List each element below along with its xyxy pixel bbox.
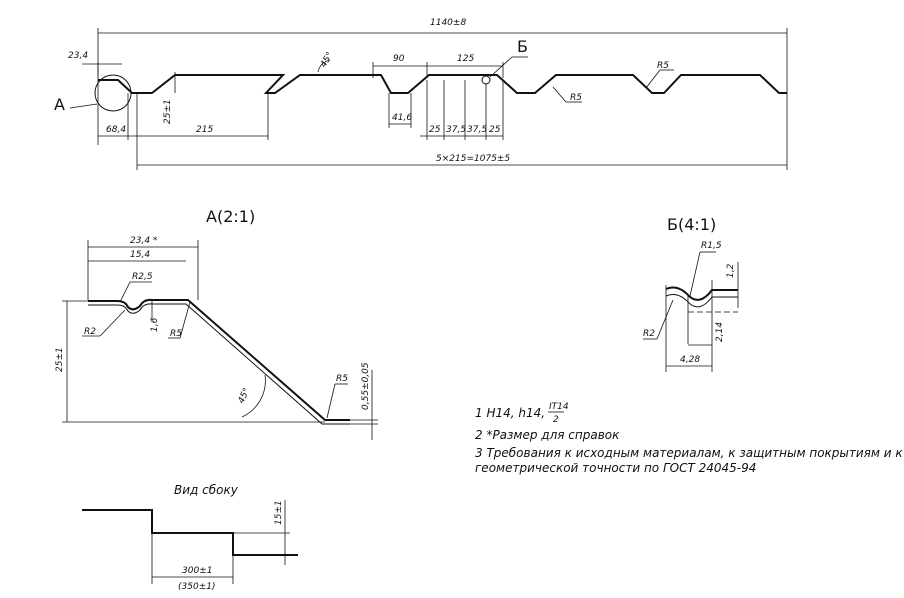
- callout-a-circle: [94, 74, 132, 112]
- note-line-1-frac-num: IT14: [549, 402, 569, 412]
- detail-a-title: А(2:1): [206, 207, 255, 226]
- detail-a-r-5-top: R5: [170, 329, 182, 339]
- side-view: Вид сбоку 15±1 300±1 (350±1): [82, 483, 298, 592]
- overall-width-label: 1140±8: [430, 18, 466, 28]
- side-view-profile: [82, 509, 298, 556]
- detail-a-r-2-5: R2,5: [132, 272, 153, 282]
- detail-b-profile-bottom: [665, 294, 738, 308]
- dim-angle-label: 45°: [319, 51, 336, 70]
- dim-total-label: 5×215=1075±5: [436, 154, 510, 164]
- detail-a-profile-outer: [88, 298, 350, 421]
- notes: 1 H14, h14, IT14 2 2 *Размер для справок…: [475, 402, 903, 475]
- note-line-1-frac-den: 2: [553, 415, 559, 425]
- callout-b-label: Б: [517, 37, 528, 56]
- callout-a-label: А: [54, 95, 65, 114]
- note-line-3: 3 Требования к исходным материалам, к за…: [475, 446, 903, 460]
- dim-25b-label: 25: [489, 125, 501, 135]
- detail-b-dim-1-2: 1,2: [726, 263, 736, 278]
- dim-start-label: 68,4: [106, 125, 126, 135]
- detail-b-dim-2-14: 2,14: [715, 322, 725, 342]
- detail-b-profile-top: [665, 286, 738, 301]
- dim-41-6-label: 41,6: [392, 113, 412, 123]
- detail-b: Б(4:1) R1,5 R2 1,2 2,14 4,28: [643, 215, 739, 372]
- dim-25a-label: 25: [429, 125, 441, 135]
- detail-b-dim-4-28: 4,28: [680, 355, 700, 365]
- detail-b-r-1-5: R1,5: [701, 241, 722, 251]
- radius-top-label: R5: [657, 61, 669, 71]
- detail-a-dim-15-4: 15,4: [130, 250, 150, 260]
- note-line-1-prefix: 1 H14, h14,: [475, 406, 545, 420]
- side-view-dim-300: 300±1: [182, 566, 212, 576]
- side-view-dim-15: 15±1: [274, 500, 284, 525]
- side-view-dim-350: (350±1): [178, 582, 215, 592]
- detail-a: А(2:1) 23,4 * 15,4 R2,5 1,6 R2 R5 25±1: [55, 207, 378, 440]
- detail-b-r-2: R2: [643, 329, 655, 339]
- detail-a-dim-height: 25±1: [55, 347, 65, 372]
- dim-top-90-label: 90: [393, 54, 405, 64]
- radius-bottom-label: R5: [570, 93, 582, 103]
- side-view-title: Вид сбоку: [174, 483, 239, 497]
- detail-a-dim-thickness: 0,55±0,05: [361, 362, 371, 410]
- detail-a-dim-1-6: 1,6: [150, 317, 160, 332]
- dim-height-label: 25±1: [163, 99, 173, 124]
- dim-top-125-label: 125: [457, 54, 474, 64]
- profile-line: [98, 74, 787, 94]
- detail-a-dim-23-4: 23,4 *: [130, 236, 158, 246]
- main-view: 1140±8 А Б 23,4 25±1 45° 90 125: [54, 18, 788, 170]
- detail-a-r-5-bottom: R5: [336, 374, 348, 384]
- detail-a-dim-angle: 45°: [237, 387, 253, 406]
- note-line-2: 2 *Размер для справок: [475, 428, 620, 442]
- dim-37-5a-label: 37,5: [446, 125, 466, 135]
- dim-37-5b-label: 37,5: [467, 125, 487, 135]
- note-line-4: геометрической точности по ГОСТ 24045-94: [475, 461, 756, 475]
- dim-pitch-label: 215: [196, 125, 213, 135]
- detail-b-title: Б(4:1): [667, 215, 716, 234]
- callout-b-circle: [481, 75, 491, 85]
- detail-a-profile-inner: [88, 303, 350, 425]
- dim-edge-label: 23,4: [68, 51, 88, 61]
- detail-a-r-2: R2: [84, 327, 96, 337]
